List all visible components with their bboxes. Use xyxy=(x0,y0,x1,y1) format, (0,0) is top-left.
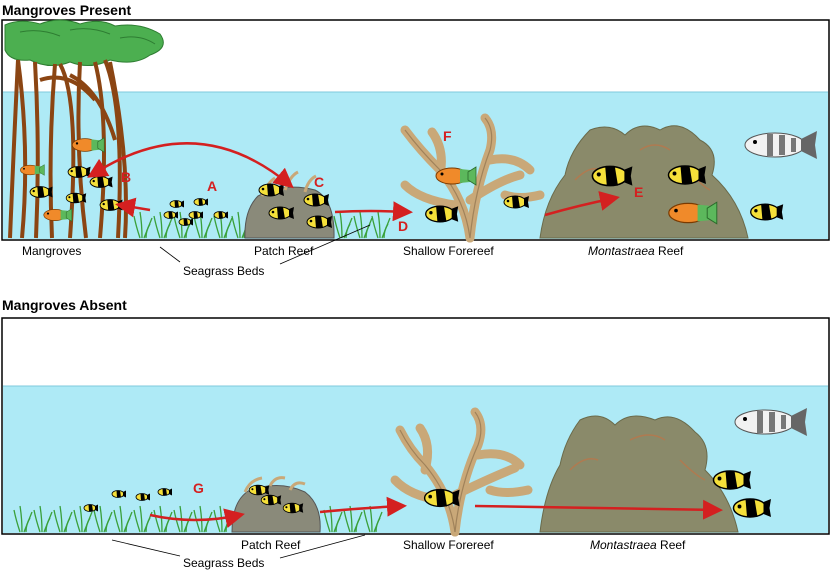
arrow-a xyxy=(115,197,151,218)
label-mangroves: Mangroves xyxy=(22,244,82,258)
patch-reef-rock-absent xyxy=(231,485,321,533)
panel-present: B A C D E F xyxy=(1,19,830,265)
letter-d: D xyxy=(398,218,408,234)
label-patch-reef-absent: Patch Reef xyxy=(241,538,301,552)
letter-e: E xyxy=(634,184,643,200)
arrow-b xyxy=(87,142,294,189)
letter-a: A xyxy=(207,178,217,194)
arrow-g-3 xyxy=(474,499,723,520)
letter-c: C xyxy=(314,174,324,190)
label-montastraea-absent: Montastraea Reef xyxy=(590,538,686,552)
panel-absent-heading: Mangroves Absent xyxy=(2,297,127,313)
letter-b: B xyxy=(121,169,131,185)
arrow-e xyxy=(544,191,620,217)
montastraea-reef-absent xyxy=(539,415,739,533)
label-shallow-forereef-present: Shallow Forereef xyxy=(403,244,494,258)
label-seagrass-beds-present: Seagrass Beds xyxy=(183,264,265,278)
label-patch-reef-present: Patch Reef xyxy=(254,244,314,258)
label-shallow-forereef-absent: Shallow Forereef xyxy=(403,538,494,552)
panel-present-heading: Mangroves Present xyxy=(2,2,132,18)
letter-g: G xyxy=(193,480,204,496)
label-seagrass-beds-absent: Seagrass Beds xyxy=(183,556,265,570)
letter-f: F xyxy=(443,128,452,144)
mangrove-canopy xyxy=(4,19,164,66)
mangrove-roots xyxy=(8,59,128,239)
arrow-g-1 xyxy=(149,508,245,529)
panel-absent: G xyxy=(1,317,830,559)
arrow-c xyxy=(334,201,413,222)
arrow-g-2 xyxy=(319,496,407,517)
label-montastraea-present: Montastraea Reef xyxy=(588,244,684,258)
